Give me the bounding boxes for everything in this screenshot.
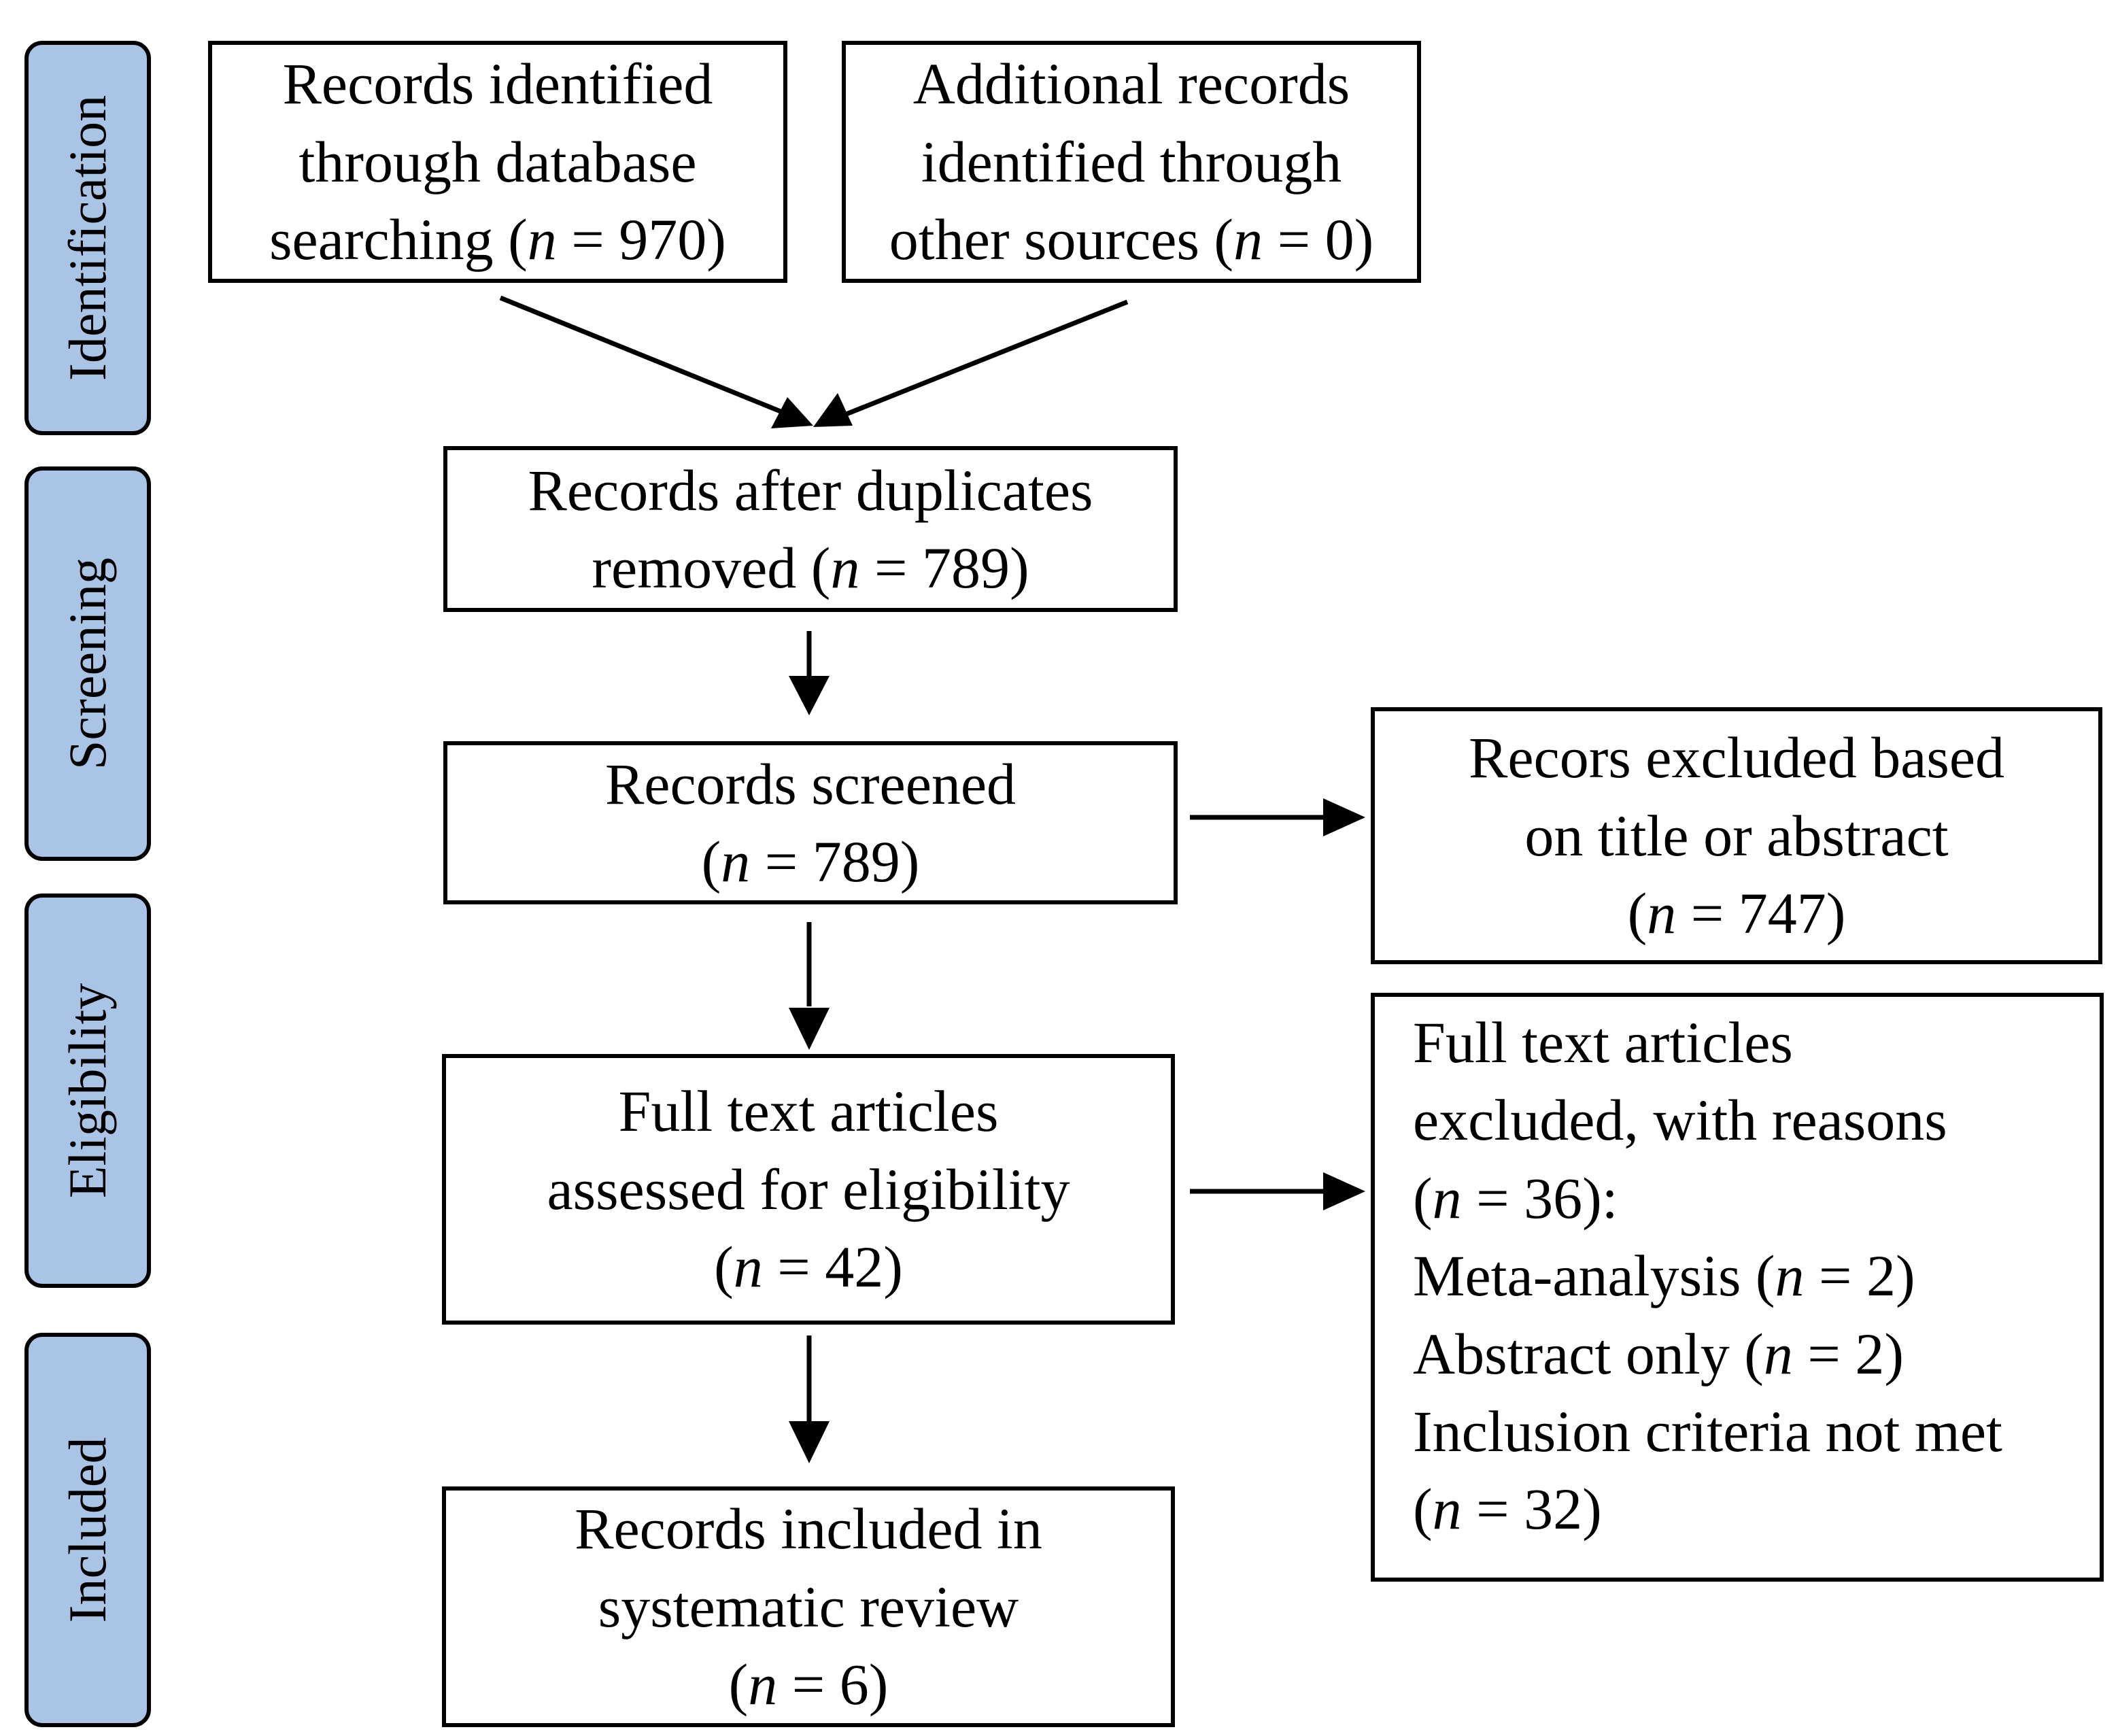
other-sources-line-1: Additional records <box>912 51 1350 117</box>
box-excluded-title-abstract: Recors excluded based on title or abstra… <box>1371 707 2102 964</box>
excluded-reason-abstract-only: Abstract only (n = 2) <box>1413 1321 1905 1386</box>
phase-eligibility: Eligibility <box>24 893 151 1288</box>
box-records-included: Records included in systematic review (n… <box>442 1486 1175 1727</box>
phase-included: Included <box>24 1333 151 1727</box>
after-duplicates-line-1: Records after duplicates <box>528 457 1093 523</box>
included-line-3: (n = 6) <box>728 1652 889 1718</box>
full-text-line-1: Full text articles <box>618 1078 999 1144</box>
excluded-title-line-2: on title or abstract <box>1524 802 1949 868</box>
included-line-2: systematic review <box>598 1573 1019 1639</box>
excluded-reason-meta-analysis: Meta-analysis (n = 2) <box>1413 1243 1915 1309</box>
screened-line-1: Records screened <box>604 751 1017 817</box>
box-full-text-excluded: Full text articles excluded, with reason… <box>1371 993 2104 1582</box>
arrowhead-screened-full-text <box>789 1008 830 1050</box>
arrowhead-other <box>813 393 853 427</box>
database-line-1: Records identified <box>282 51 713 117</box>
excluded-full-line-3: (n = 36): <box>1413 1165 1618 1231</box>
after-duplicates-line-2: removed (n = 789) <box>592 535 1029 600</box>
phase-identification: Identification <box>24 41 151 435</box>
full-text-line-2: assessed for eligibility <box>547 1156 1070 1222</box>
arrow-database-to-duplicates <box>499 295 804 423</box>
full-text-line-3: (n = 42) <box>714 1234 903 1300</box>
database-line-2: through database <box>298 129 697 194</box>
excluded-title-line-3: (n = 747) <box>1627 881 1846 947</box>
database-line-3: searching (n = 970) <box>269 207 726 273</box>
box-records-screened: Records screened (n = 789) <box>443 741 1178 904</box>
other-sources-line-2: identified through <box>921 129 1342 194</box>
other-sources-line-3: other sources (n = 0) <box>889 207 1374 273</box>
excluded-title-line-1: Recors excluded based <box>1468 725 2005 791</box>
excluded-full-line-1: Full text articles <box>1413 1010 1793 1075</box>
arrowhead-full-text-included <box>789 1421 830 1463</box>
box-full-text-assessed: Full text articles assessed for eligibil… <box>442 1054 1175 1325</box>
excluded-full-line-2: excluded, with reasons <box>1413 1087 1947 1153</box>
excluded-reason-criteria: Inclusion criteria not met <box>1413 1398 2002 1464</box>
included-line-1: Records included in <box>575 1496 1042 1562</box>
box-database-records: Records identified through database sear… <box>208 41 787 283</box>
phase-screening: Screening <box>24 466 151 861</box>
arrowhead-full-text-excluded <box>1323 1172 1365 1210</box>
excluded-reason-criteria-count: (n = 32) <box>1413 1476 1602 1542</box>
arrowhead-database <box>771 397 813 428</box>
box-other-sources: Additional records identified through ot… <box>842 41 1421 283</box>
arrowhead-duplicates-screened <box>789 676 830 715</box>
arrow-other-to-duplicates <box>830 299 1129 423</box>
box-after-duplicates: Records after duplicates removed (n = 78… <box>443 446 1178 612</box>
screened-line-2: (n = 789) <box>701 829 920 894</box>
arrowhead-screened-excluded <box>1323 798 1365 836</box>
